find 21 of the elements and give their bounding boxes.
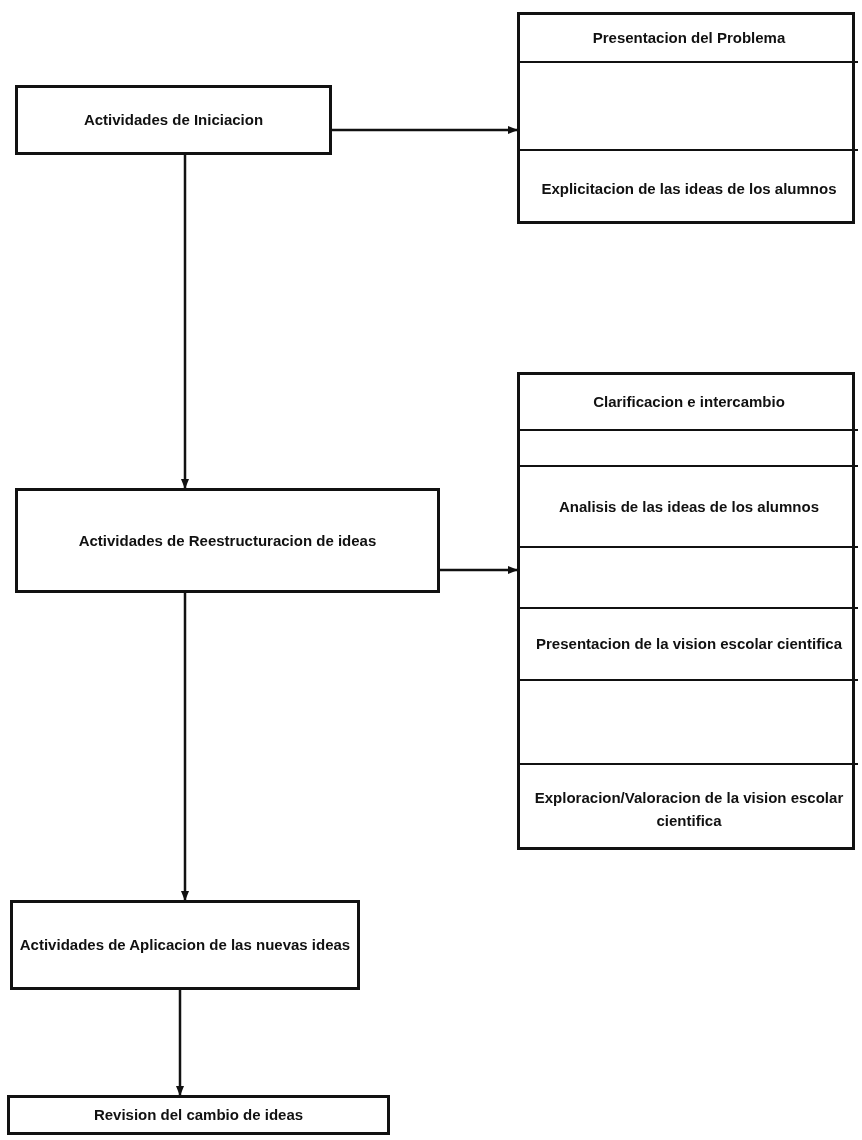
stacked-panel bbox=[517, 12, 855, 224]
process-box bbox=[15, 488, 440, 593]
box-label: Analisis de las ideas de los alumnos bbox=[557, 496, 821, 517]
stacked-panel bbox=[517, 372, 855, 850]
process-box bbox=[10, 900, 360, 990]
box-label: Presentacion de la vision escolar cientifica bbox=[535, 634, 843, 655]
box-label: Presentacion del Problema bbox=[591, 28, 787, 49]
arrow bbox=[176, 990, 184, 1096]
box-label: Exploracion/Valoracion de la vision escolar cientifica bbox=[533, 787, 845, 831]
process-box bbox=[15, 85, 332, 155]
box-label: Explicitacion de las ideas de los alumnos bbox=[540, 179, 838, 200]
arrow bbox=[181, 593, 189, 901]
box-label: Actividades de Iniciacion bbox=[82, 110, 265, 131]
box-label: Clarificacion e intercambio bbox=[592, 392, 786, 413]
process-box bbox=[7, 1095, 390, 1135]
arrow bbox=[181, 155, 189, 489]
arrow bbox=[332, 126, 518, 134]
box-label: Revision del cambio de ideas bbox=[92, 1105, 305, 1126]
box-label: Actividades de Reestructuracion de ideas bbox=[77, 530, 378, 551]
box-label: Actividades de Aplicacion de las nuevas ideas bbox=[18, 935, 352, 956]
arrow bbox=[440, 566, 518, 574]
